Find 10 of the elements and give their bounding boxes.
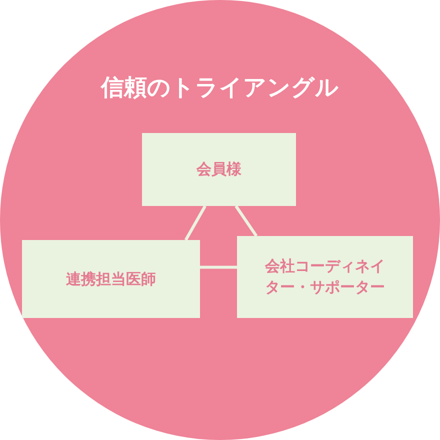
- connector-line: [200, 266, 237, 269]
- node-box: [237, 236, 413, 318]
- title: 信頼のトライアングル: [100, 74, 340, 103]
- node-box: [22, 240, 200, 318]
- node-label: 会社コーディネイター・サポーター: [264, 256, 386, 298]
- connector-line: [234, 205, 258, 237]
- connector-line: [184, 205, 206, 241]
- node-box: [142, 133, 296, 206]
- node-label: 会員様: [196, 159, 242, 180]
- node-label: 連携担当医師: [66, 268, 156, 290]
